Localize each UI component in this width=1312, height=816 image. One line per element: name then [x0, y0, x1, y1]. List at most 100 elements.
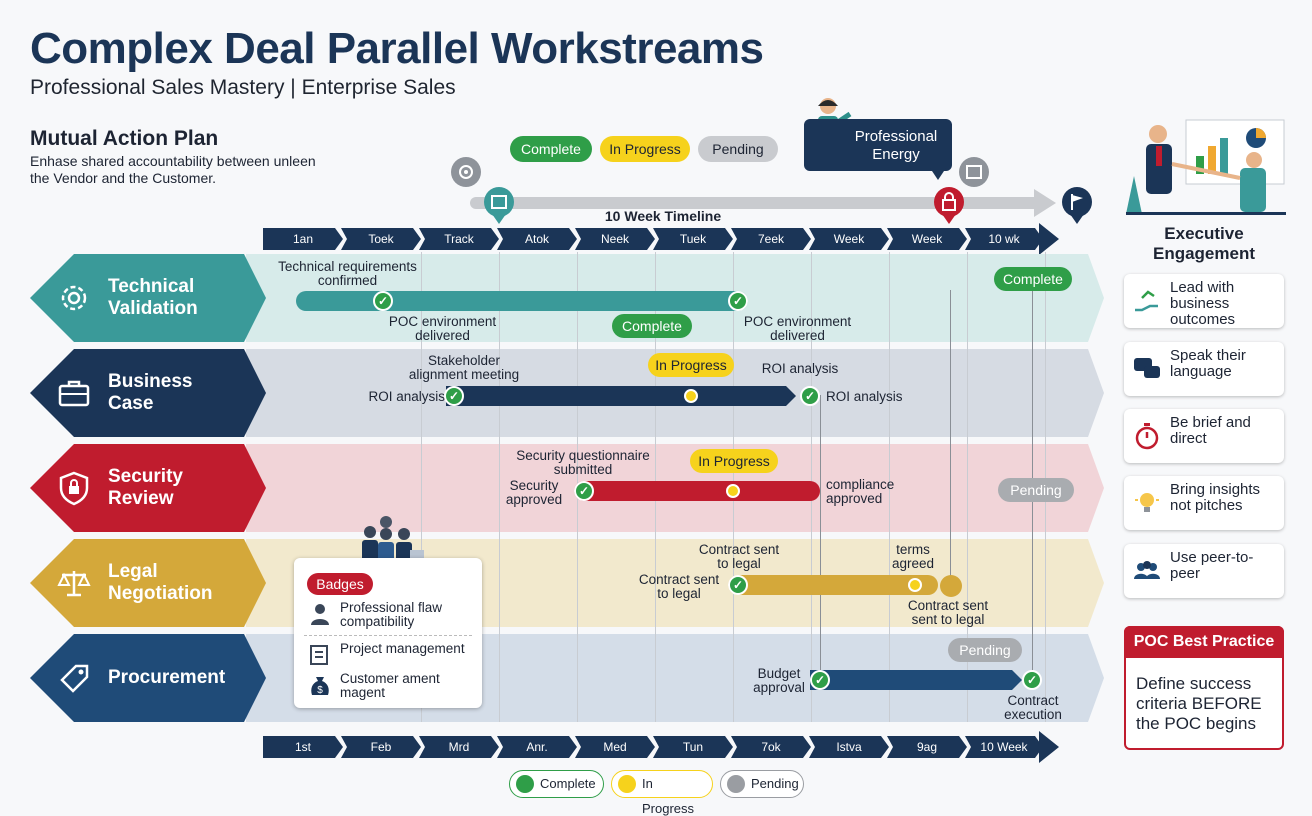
tag-icon — [54, 658, 94, 698]
speech-bubbles-icon — [1134, 358, 1160, 378]
executive-card-5: Use peer-to-peer — [1124, 544, 1284, 598]
legal-milestone-sent-2: Contract sent to legal — [638, 572, 720, 601]
timeline-top-week-10: 10 wk — [965, 228, 1043, 250]
mutual-action-plan-title: Mutual Action Plan — [30, 127, 219, 150]
people-icon — [1134, 561, 1160, 579]
legend-in-progress: In Progress — [600, 136, 690, 162]
sec-milestone-approved: Security approved — [505, 478, 563, 507]
proc-milestone-budget: Budget approval — [753, 666, 805, 695]
executive-handshake-illustration — [1126, 119, 1286, 215]
lane-label-legal: Legal Negotiation — [30, 539, 266, 627]
timeline-top-week-3: Track — [419, 228, 499, 250]
timeline-bottom-week-8: Istva — [809, 736, 889, 758]
legal-milestone-sent-1: Contract sent to legal — [698, 542, 780, 571]
timeline-bottom-week-1: 1st — [263, 736, 343, 758]
tech-milestone-requirements: Technical requirements confirmed — [278, 259, 417, 288]
checklist-marker-icon — [484, 187, 514, 224]
biz-milestone-roi-left: ROI analysis — [368, 389, 445, 404]
tech-milestone-poc-2: POC environment delivered — [743, 314, 852, 343]
document-bubble-icon — [959, 157, 989, 187]
legend-bottom-complete: Complete — [509, 770, 604, 798]
badges-title: Badges — [307, 573, 373, 595]
lightbulb-icon — [1135, 493, 1159, 512]
timeline-bottom-week-3: Mrd — [419, 736, 499, 758]
professional-energy-text: Professional Energy — [854, 128, 938, 163]
proc-milestone-execution: Contract execution — [1004, 693, 1062, 722]
professional-icon — [311, 604, 329, 625]
executive-item-5: Use peer-to-peer — [1170, 549, 1254, 582]
timeline-top-week-7: 7eek — [731, 228, 811, 250]
hand-growth-icon — [1135, 290, 1158, 312]
tech-status-complete: Complete — [612, 314, 692, 338]
legal-pending-node — [940, 575, 962, 597]
biz-status-in-progress: In Progress — [648, 353, 734, 377]
sec-status-pending: Pending — [998, 478, 1074, 502]
timeline-top-week-9: Week — [887, 228, 967, 250]
legend-complete-dot — [516, 775, 534, 793]
timeline-top-week-2: Toek — [341, 228, 421, 250]
badge-item-1: Professional flaw compatibility — [340, 600, 443, 629]
sec-status-in-progress: In Progress — [690, 449, 778, 473]
gridline-7 — [889, 252, 890, 722]
scales-icon — [54, 563, 94, 603]
tech-status-complete-right: Complete — [994, 267, 1072, 291]
legend-complete: Complete — [510, 136, 592, 162]
badges-divider — [304, 635, 472, 636]
dependency-line-2 — [950, 290, 951, 590]
lane-label-security: Security Review — [30, 444, 266, 532]
timeline-bottom-week-2: Feb — [341, 736, 421, 758]
badge-item-2: Project management — [340, 641, 465, 656]
gridline-2 — [499, 252, 500, 722]
mutual-action-plan-description: Enhase shared accountability between unl… — [30, 153, 316, 186]
timeline-bottom-week-6: Tun — [653, 736, 733, 758]
biz-progress-bar — [446, 386, 796, 406]
stopwatch-icon — [1135, 423, 1159, 450]
timeline-bottom-week-9: 9ag — [887, 736, 967, 758]
proc-status-pending: Pending — [948, 638, 1022, 662]
biz-milestone-roi-right: ROI analysis — [826, 389, 903, 404]
legend-pending-dot — [727, 775, 745, 793]
tech-check-1: ✓ — [373, 291, 393, 311]
timeline-top-week-4: Atok — [497, 228, 577, 250]
legend-bottom-complete-label: Complete — [540, 776, 596, 791]
sec-milestone-questionnaire: Security questionnaire submitted — [516, 448, 650, 477]
executive-card-2: Speak their language — [1124, 342, 1284, 396]
lane-name-security: Security Review — [108, 466, 183, 509]
legal-progress-dot — [908, 578, 922, 592]
shield-lock-icon — [54, 468, 94, 508]
poc-body: Define success criteria BEFORE the POC b… — [1136, 674, 1262, 733]
legal-milestone-terms: terms agreed — [891, 542, 935, 571]
executive-item-1: Lead with business outcomes — [1170, 279, 1236, 328]
executive-item-3: Be brief and direct — [1170, 414, 1251, 447]
executive-card-1: Lead with business outcomes — [1124, 274, 1284, 328]
checklist-icon — [310, 645, 328, 665]
executive-item-2: Speak their language — [1170, 347, 1246, 380]
biz-milestone-roi-top: ROI analysis — [761, 361, 839, 376]
legend-bottom-in-progress-label: In Progress — [642, 776, 695, 816]
lane-name-legal: Legal Negotiation — [108, 561, 213, 604]
page-subtitle: Professional Sales Mastery | Enterprise … — [30, 76, 456, 99]
legend-bottom-in-progress: In Progress — [611, 770, 713, 816]
tech-progress-bar — [296, 291, 748, 311]
timeline-label: 10 Week Timeline — [604, 208, 722, 224]
dependency-line-1 — [820, 395, 821, 685]
biz-check-2: ✓ — [800, 386, 820, 406]
svg-text:$: $ — [317, 685, 323, 696]
tech-check-2: ✓ — [728, 291, 748, 311]
gridline-8 — [967, 252, 968, 722]
page-title: Complex Deal Parallel Workstreams — [30, 24, 764, 73]
poc-title: POC Best Practice — [1124, 626, 1284, 658]
lane-name-business: Business Case — [108, 371, 193, 414]
biz-check-1: ✓ — [444, 386, 464, 406]
flag-marker-icon — [1062, 187, 1092, 224]
timeline-bottom-week-7: 7ok — [731, 736, 811, 758]
legal-check-1: ✓ — [728, 575, 748, 595]
sec-progress-bar — [574, 481, 820, 501]
gridline-1 — [421, 252, 422, 722]
lane-name-procurement: Procurement — [108, 667, 226, 688]
lane-name-technical: Technical Validation — [108, 276, 198, 319]
lane-label-procurement: Procurement — [30, 634, 266, 722]
sec-milestone-compliance: compliance approved — [826, 477, 895, 506]
timeline-bottom-week-10: 10 Week — [965, 736, 1043, 758]
timeline-bottom-week-4: Anr. — [497, 736, 577, 758]
